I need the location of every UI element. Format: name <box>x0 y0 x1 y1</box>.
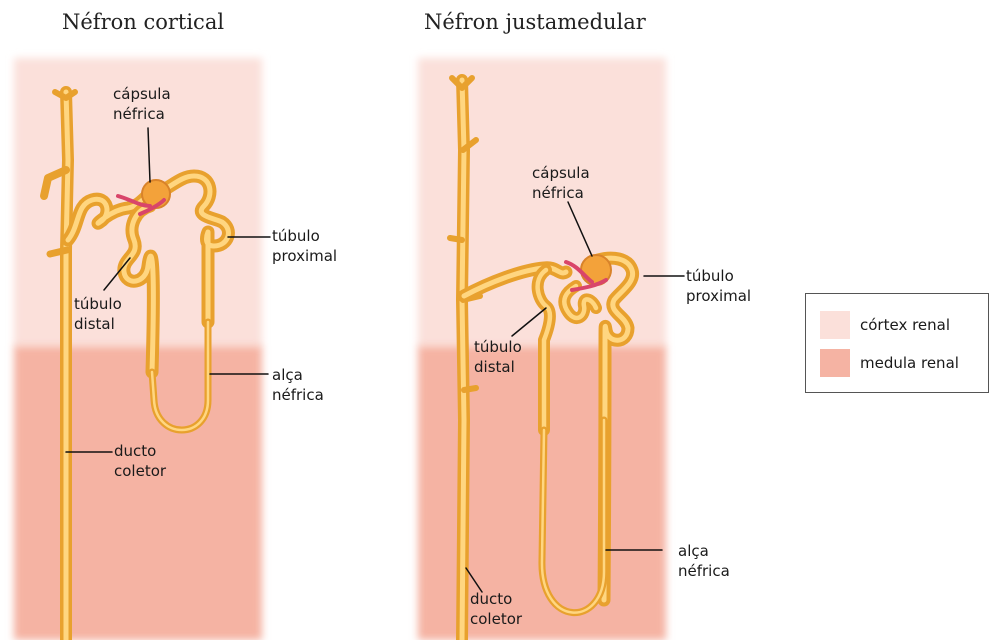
legend-item-medulla: medula renal <box>820 348 959 378</box>
label-capsule-right-line1: cápsula <box>532 164 590 182</box>
label-capsule-left-line1: cápsula <box>113 85 171 103</box>
legend: córtex renal medula renal <box>805 293 989 393</box>
label-distal-left-line1: túbulo <box>74 295 122 313</box>
legend-label-medulla: medula renal <box>860 354 959 372</box>
legend-label-cortex: córtex renal <box>860 316 950 334</box>
legend-item-cortex: córtex renal <box>820 310 950 340</box>
label-loop-left-line1: alça <box>272 366 303 384</box>
label-proximal-right-line2: proximal <box>686 287 751 305</box>
label-proximal-right-line1: túbulo <box>686 267 734 285</box>
label-loop-left-line2: néfrica <box>272 386 324 404</box>
label-capsule-left-line2: néfrica <box>113 105 165 123</box>
cortical-panel <box>14 58 262 640</box>
legend-swatch-cortex <box>820 311 850 339</box>
label-duct-right-line1: ducto <box>470 590 512 608</box>
label-distal-right-line2: distal <box>474 358 515 376</box>
label-distal-left-line2: distal <box>74 315 115 333</box>
label-distal-right-line1: túbulo <box>474 338 522 356</box>
medulla-region-left <box>14 346 262 640</box>
label-duct-left-line1: ducto <box>114 442 156 460</box>
legend-swatch-medulla <box>820 349 850 377</box>
label-duct-right-line2: coletor <box>470 610 523 628</box>
label-capsule-right-line2: néfrica <box>532 184 584 202</box>
label-duct-left-line2: coletor <box>114 462 167 480</box>
label-proximal-left-line2: proximal <box>272 247 337 265</box>
label-proximal-left-line1: túbulo <box>272 227 320 245</box>
label-loop-right-line1: alça <box>678 542 709 560</box>
label-loop-right-line2: néfrica <box>678 562 730 580</box>
